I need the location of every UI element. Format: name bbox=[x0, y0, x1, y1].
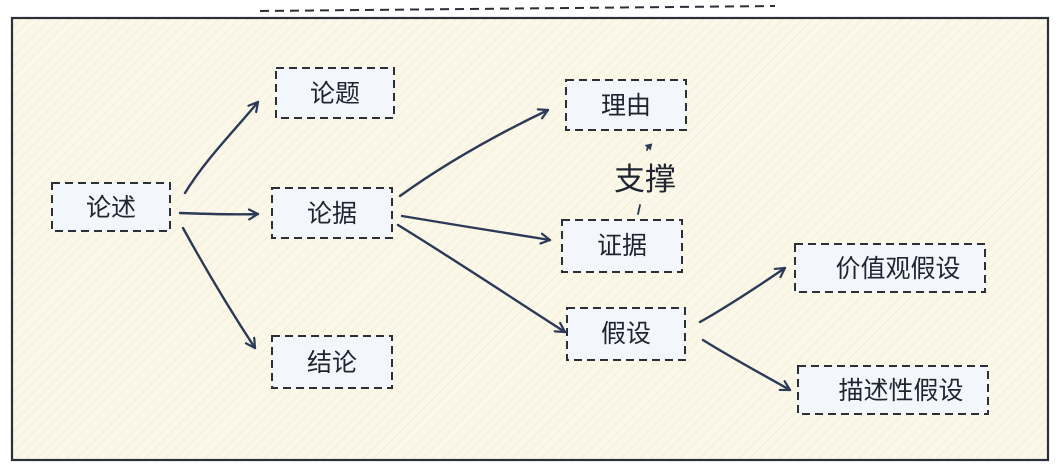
edge-lunshu-lunju bbox=[178, 213, 260, 214]
node-jiashe: 假设 bbox=[566, 307, 686, 361]
node-miaoshu-label: 描述性假设 bbox=[838, 376, 963, 405]
node-jiazhi-label: 价值观假设 bbox=[835, 254, 960, 283]
diagram-frame bbox=[10, 16, 1050, 462]
edge-lunju-zhengju bbox=[400, 214, 552, 240]
node-zhengju: 证据 bbox=[561, 219, 683, 273]
node-lunti: 论题 bbox=[275, 67, 395, 119]
node-lunshu: 论述 bbox=[51, 182, 171, 232]
node-jiazhi: 价值观假设 bbox=[794, 243, 986, 293]
edge-label-support: 支撑 bbox=[614, 162, 676, 198]
edge-zhengju-liyou-head bbox=[644, 143, 653, 151]
node-liyou-label: 理由 bbox=[601, 91, 651, 120]
node-jiashe-label: 假设 bbox=[601, 319, 651, 348]
node-lunju: 论据 bbox=[271, 187, 393, 239]
edge-zhengju-liyou bbox=[637, 204, 641, 215]
node-jielun: 结论 bbox=[271, 335, 393, 389]
node-lunti-label: 论题 bbox=[310, 79, 360, 108]
node-lunshu-label: 论述 bbox=[86, 193, 136, 222]
edges bbox=[178, 100, 792, 392]
edge-jiashe-miaoshu bbox=[701, 338, 792, 392]
edge-lunju-jiashe bbox=[396, 223, 567, 334]
node-liyou: 理由 bbox=[565, 79, 687, 131]
node-jielun-label: 结论 bbox=[307, 348, 357, 377]
edge-lunshu-jielun bbox=[181, 226, 257, 350]
edge-lunju-liyou bbox=[398, 110, 550, 198]
node-lunju-label: 论据 bbox=[307, 199, 357, 228]
node-zhengju-label: 证据 bbox=[597, 231, 647, 260]
top-dashed-line bbox=[259, 5, 776, 12]
edge-jiashe-jiazhi bbox=[698, 266, 787, 324]
edge-lunshu-lunti bbox=[183, 100, 260, 195]
node-miaoshu: 描述性假设 bbox=[797, 365, 989, 415]
